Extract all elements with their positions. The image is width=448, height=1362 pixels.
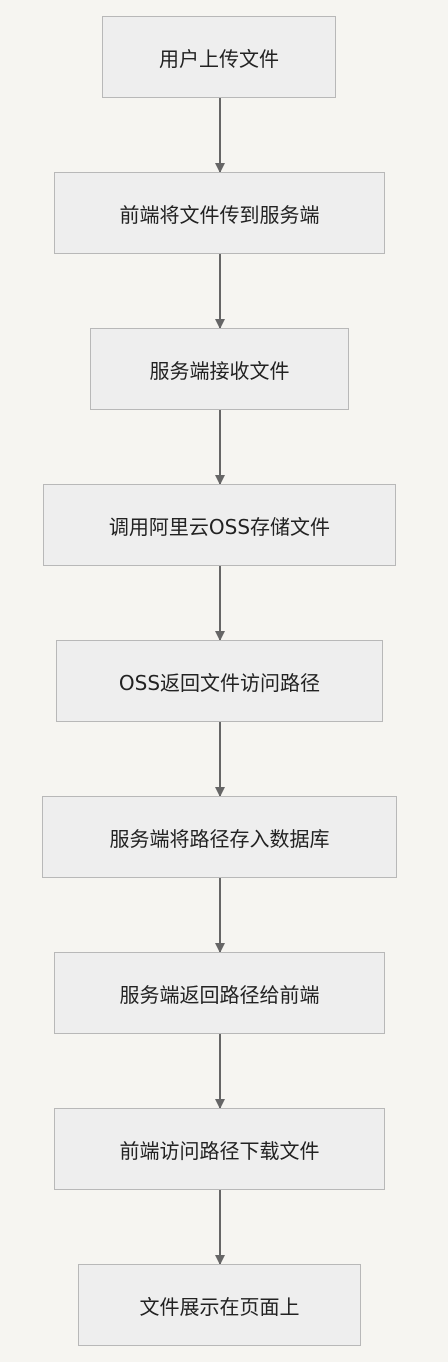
flow-step-user-upload: 用户上传文件 xyxy=(102,16,336,98)
flow-step-server-receive: 服务端接收文件 xyxy=(90,328,349,410)
flow-step-call-oss: 调用阿里云OSS存储文件 xyxy=(43,484,396,566)
flow-step-save-db: 服务端将路径存入数据库 xyxy=(42,796,397,878)
flow-step-frontend-send: 前端将文件传到服务端 xyxy=(54,172,385,254)
flow-step-display: 文件展示在页面上 xyxy=(78,1264,361,1346)
flow-step-return-frontend: 服务端返回路径给前端 xyxy=(54,952,385,1034)
flow-step-oss-return: OSS返回文件访问路径 xyxy=(56,640,383,722)
flow-step-frontend-download: 前端访问路径下载文件 xyxy=(54,1108,385,1190)
